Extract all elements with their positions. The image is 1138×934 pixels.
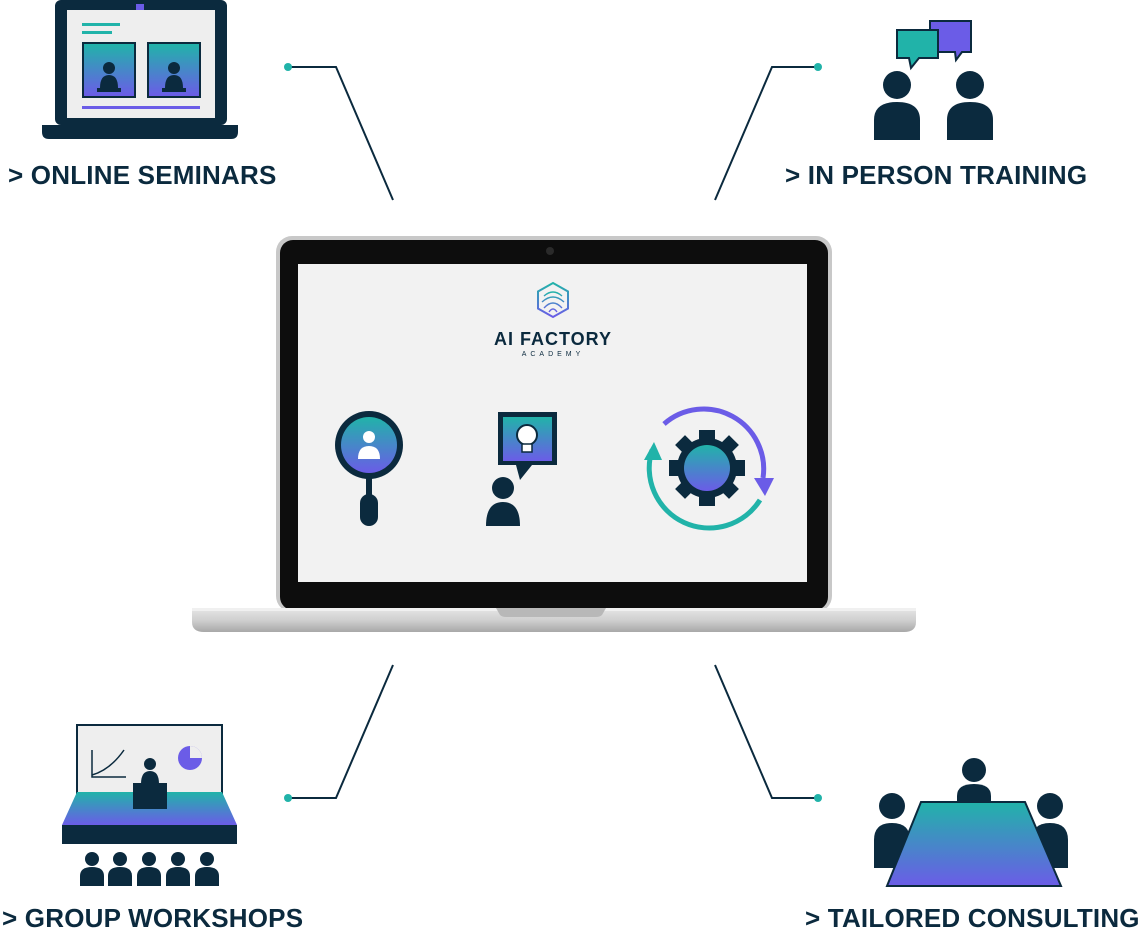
- central-laptop: AI FACTORY ACADEMY: [192, 236, 916, 632]
- label-online-seminars: > ONLINE SEMINARS: [8, 160, 277, 190]
- group-workshops-icon: [62, 724, 237, 886]
- connector-consulting: [714, 664, 818, 799]
- connector-lines: [288, 66, 818, 799]
- connector-workshops: [288, 664, 394, 799]
- tailored-consulting-icon: [874, 758, 1068, 887]
- in-person-training-icon: [874, 20, 993, 140]
- ai-factory-logo-icon: [537, 281, 569, 319]
- magnifier-person-icon: [335, 411, 403, 526]
- idea-bubble-icon: [486, 412, 557, 526]
- label-in-person-training: > IN PERSON TRAINING: [785, 160, 1088, 190]
- connector-dot: [814, 63, 822, 71]
- gear-cycle-icon: [644, 406, 774, 531]
- label-tailored-consulting: > TAILORED CONSULTING: [805, 903, 1138, 933]
- connector-online: [288, 66, 394, 201]
- brand-name: AI FACTORY: [494, 329, 612, 349]
- connector-in-person: [714, 66, 818, 201]
- connector-dot: [814, 794, 822, 802]
- online-seminars-laptop-icon: [42, 0, 238, 139]
- brand-subtitle: ACADEMY: [522, 351, 585, 358]
- connector-dot: [284, 63, 292, 71]
- label-group-workshops: > GROUP WORKSHOPS: [2, 903, 304, 933]
- connector-dot: [284, 794, 292, 802]
- webcam: [546, 247, 554, 255]
